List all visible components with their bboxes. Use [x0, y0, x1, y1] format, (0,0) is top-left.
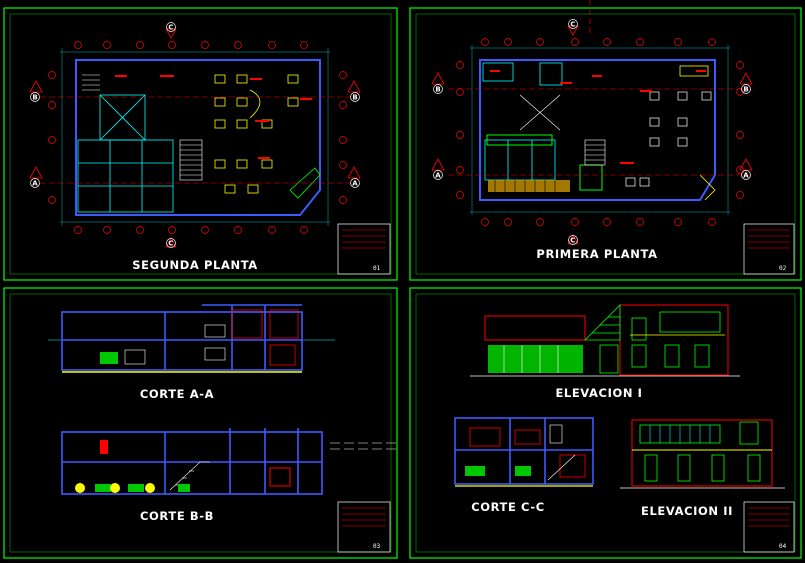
section-marker-c-bottom-2: C: [570, 237, 575, 245]
section-marker-c-top: C: [168, 24, 173, 32]
section-marker-a-left-2: A: [435, 172, 441, 180]
view-title-corte-a-a: CORTE A-A: [140, 387, 214, 401]
sheet-frames: [3, 7, 802, 559]
section-marker-a-right: A: [352, 180, 358, 188]
sheet-inner-frames: [9, 13, 796, 553]
sheet-number-4: 04: [779, 543, 787, 550]
section-marker-a-left: A: [32, 180, 38, 188]
view-title-corte-c-c: CORTE C-C: [471, 500, 545, 514]
section-marker-b-left-2: B: [435, 86, 440, 94]
view-title-primera-planta: PRIMERA PLANTA: [536, 247, 657, 261]
view-title-elevacion-2: ELEVACION II: [641, 504, 733, 518]
section-marker-c-top-2: C: [570, 21, 575, 29]
sheet-number-3: 03: [373, 543, 381, 550]
sheet-number-2: 02: [779, 265, 787, 272]
view-title-corte-b-b: CORTE B-B: [140, 509, 214, 523]
floor-plan-segunda: B B A A C C: [29, 22, 361, 248]
section-a-a-drawing: [48, 304, 335, 373]
section-marker-b-left: B: [32, 94, 37, 102]
frame-panel-3: [3, 287, 398, 559]
section-marker-a-right-2: A: [743, 172, 749, 180]
view-title-segunda-planta: SEGUNDA PLANTA: [132, 258, 258, 272]
section-b-b-drawing: [61, 428, 400, 495]
title-blocks: [337, 223, 795, 553]
sheet-number-1: 01: [373, 265, 381, 272]
frame-panel-1: [3, 7, 398, 281]
floor-plan-primera: B B A A C C: [431, 0, 755, 245]
frame-panel-2: [409, 7, 802, 281]
title-block-lines: [342, 229, 790, 527]
elevation-1-drawing: [470, 304, 740, 377]
section-marker-b-right-2: B: [743, 86, 748, 94]
section-marker-b-right: B: [352, 94, 357, 102]
frame-panel-4: [409, 287, 802, 559]
section-c-c-drawing: [454, 417, 594, 487]
elevation-2-drawing: [620, 419, 785, 489]
view-title-elevacion-1: ELEVACION I: [555, 386, 642, 400]
section-marker-c-bottom: C: [168, 240, 173, 248]
